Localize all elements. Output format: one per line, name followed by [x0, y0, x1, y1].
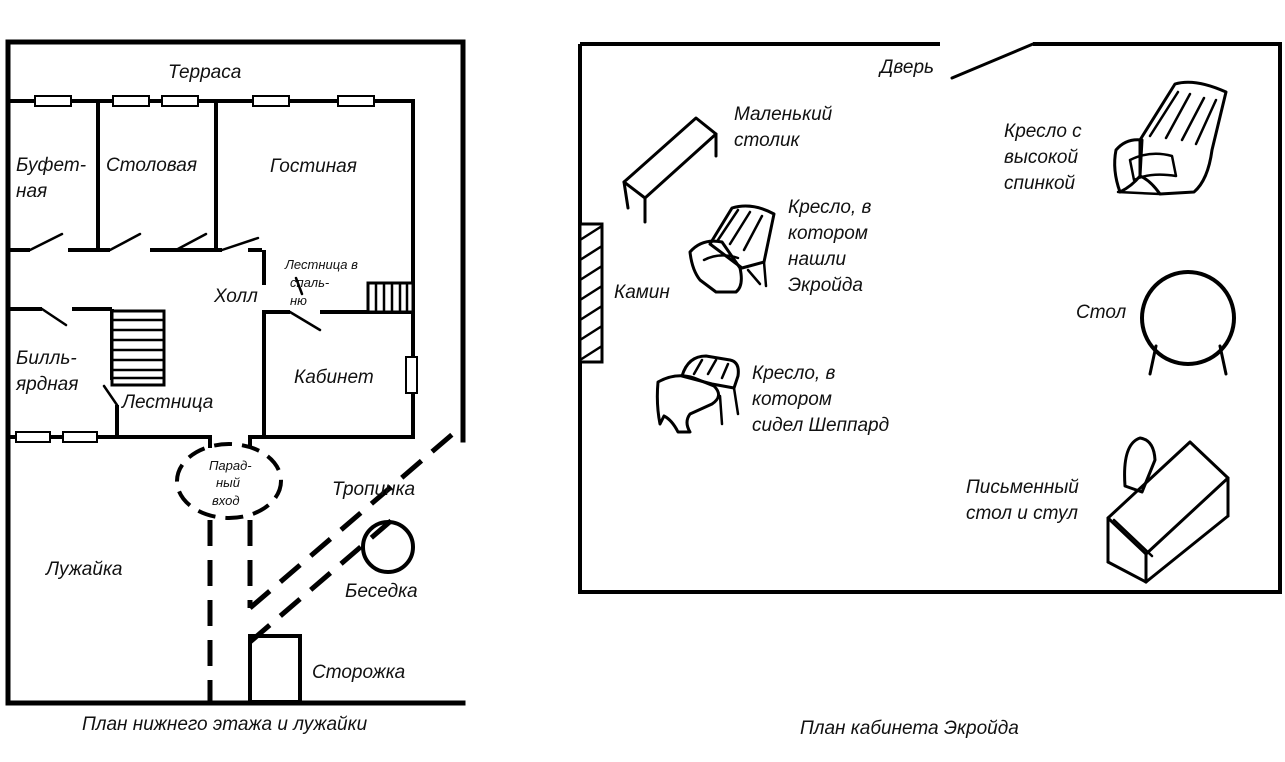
label-chair-sheppard-1: Кресло, в [752, 363, 835, 384]
label-chair-found-2: котором [788, 223, 868, 244]
label-terrace: Терраса [168, 62, 241, 83]
label-fireplace: Камин [614, 282, 670, 303]
label-stairs-bedrooms-2: спаль- [290, 275, 330, 290]
round-table [1140, 270, 1236, 376]
label-billiard-2: ярдная [15, 374, 78, 395]
label-path: Тропинка [332, 479, 415, 500]
small-table [622, 116, 718, 224]
study-plan: Дверь Маленький столик Кресло с высокой … [578, 42, 1282, 739]
label-chair-found-1: Кресло, в [788, 197, 871, 218]
label-entrance-2: ный [216, 475, 240, 490]
armchair-ackroyd [688, 204, 776, 294]
lodge-box [248, 634, 302, 704]
label-chair-found-3: нашли [788, 249, 847, 270]
window [252, 95, 290, 107]
label-chair-sheppard-3: сидел Шеппард [752, 415, 889, 436]
label-desk-1: Письменный [966, 477, 1079, 498]
window [62, 431, 98, 443]
windows [15, 95, 418, 443]
ground-floor-plan: Терраса Буфет- ная Столовая Гостиная Хол… [5, 39, 466, 735]
label-buffet-2: ная [16, 181, 47, 202]
label-billiard: Билль- [16, 348, 77, 369]
label-desk-2: стол и стул [966, 503, 1078, 524]
doors [28, 232, 322, 407]
label-chair-sheppard-2: котором [752, 389, 832, 410]
label-lodge: Сторожка [312, 662, 405, 683]
label-staircase: Лестница [120, 392, 213, 413]
garden-path [248, 430, 457, 644]
staircase-to-bedrooms [366, 281, 415, 314]
front-entrance-circle [175, 442, 283, 520]
driveway [207, 520, 253, 703]
label-entrance-3: вход [212, 493, 240, 508]
label-entrance-1: Парад- [209, 458, 252, 473]
window [15, 431, 51, 443]
label-lawn: Лужайка [44, 559, 122, 580]
fireplace [578, 222, 604, 364]
label-buffet: Буфет- [16, 155, 86, 176]
armchair-sheppard [655, 354, 740, 434]
label-high-chair-1: Кресло с [1004, 121, 1082, 142]
high-back-armchair [1113, 80, 1228, 196]
label-door: Дверь [878, 57, 934, 78]
study-walls [578, 42, 1282, 594]
label-dining: Столовая [106, 155, 197, 176]
label-living: Гостиная [270, 156, 357, 177]
staircase-main [110, 309, 166, 387]
window [34, 95, 72, 107]
window [161, 95, 199, 107]
gazebo-circle [361, 520, 415, 574]
label-stairs-bedrooms-1: Лестница в [284, 257, 358, 272]
caption-study-plan: План кабинета Экройда [800, 718, 1019, 739]
desk-and-chair [1106, 436, 1230, 584]
label-table: Стол [1076, 302, 1126, 323]
label-hall: Холл [213, 286, 258, 307]
study-window [405, 356, 418, 394]
label-gazebo: Беседка [345, 581, 418, 602]
window [112, 95, 150, 107]
label-study: Кабинет [294, 367, 374, 388]
label-small-table-2: столик [734, 130, 801, 151]
label-high-chair-2: высокой [1004, 147, 1079, 168]
window [337, 95, 375, 107]
caption-ground-plan: План нижнего этажа и лужайки [82, 714, 368, 735]
label-small-table-1: Маленький [734, 104, 833, 125]
label-high-chair-3: спинкой [1004, 173, 1076, 194]
label-chair-found-4: Экройда [788, 275, 863, 296]
outer-walls [5, 39, 466, 706]
label-stairs-bedrooms-3: ню [290, 293, 307, 308]
